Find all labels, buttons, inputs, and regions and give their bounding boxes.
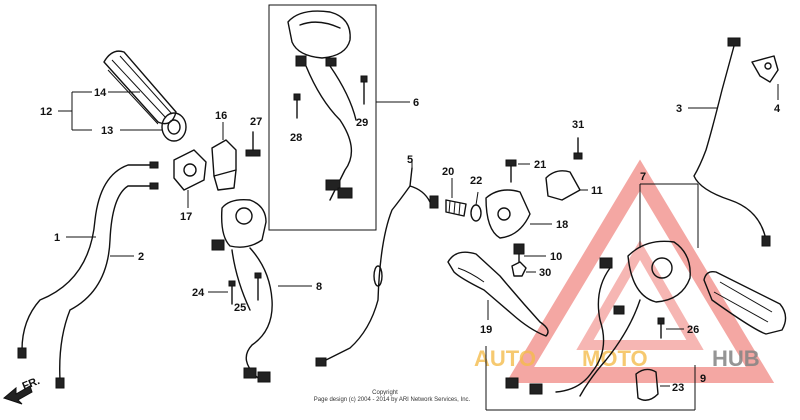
switch-assembly-frame bbox=[268, 4, 377, 231]
watermark-triangle-inner bbox=[576, 240, 704, 350]
throttle-cable-part-2 bbox=[55, 182, 159, 389]
callout-20: 20 bbox=[442, 166, 454, 178]
callout-17: 17 bbox=[180, 211, 192, 223]
callout-19: 19 bbox=[480, 324, 492, 336]
left-handlebar-switch-part bbox=[211, 198, 273, 383]
watermark-word-hub: HUB bbox=[712, 346, 760, 371]
callout-12: 12 bbox=[40, 106, 52, 118]
cable-bracket-part-4 bbox=[751, 55, 779, 83]
callout-27: 27 bbox=[250, 116, 262, 128]
callout-1: 1 bbox=[54, 232, 60, 244]
callout-18: 18 bbox=[556, 219, 568, 231]
screw-part-21 bbox=[505, 159, 517, 183]
watermark-word-auto: AUTO bbox=[474, 346, 536, 371]
callout-8: 8 bbox=[316, 281, 322, 293]
screw-part-24 bbox=[228, 280, 236, 305]
screw-part-28 bbox=[293, 93, 301, 119]
callout-22: 22 bbox=[470, 175, 482, 187]
callout-6: 6 bbox=[413, 97, 419, 109]
callout-10: 10 bbox=[550, 251, 562, 263]
nut-part-30 bbox=[511, 261, 527, 277]
clutch-lever-part-19 bbox=[447, 251, 549, 337]
washer-part-22 bbox=[470, 204, 482, 222]
callout-23: 23 bbox=[672, 382, 684, 394]
screw-part-27 bbox=[245, 131, 261, 157]
callout-9: 9 bbox=[700, 373, 706, 385]
clutch-cable-part bbox=[315, 167, 439, 367]
screw-part-25 bbox=[254, 272, 262, 301]
callout-14: 14 bbox=[94, 87, 107, 99]
callout-16: 16 bbox=[215, 110, 227, 122]
callout-4: 4 bbox=[774, 103, 781, 115]
callout-29: 29 bbox=[356, 117, 368, 129]
handlebar-switch-part-lower bbox=[505, 240, 691, 397]
callout-26: 26 bbox=[687, 324, 699, 336]
callout-7: 7 bbox=[640, 171, 646, 183]
screw-part-29 bbox=[360, 75, 368, 105]
throttle-grip-part bbox=[103, 50, 187, 142]
lever-bracket-part-18 bbox=[485, 189, 531, 239]
watermark-triangle-outer bbox=[505, 159, 775, 383]
switch-part-10 bbox=[513, 243, 525, 263]
choke-cable-part-3 bbox=[693, 37, 771, 247]
housing-clamp-part-16 bbox=[211, 139, 237, 191]
screw-part-31 bbox=[573, 137, 583, 160]
watermark-logo: AUTO MOTO HUB bbox=[474, 159, 775, 383]
callout-3: 3 bbox=[676, 103, 682, 115]
callout-30: 30 bbox=[539, 267, 551, 279]
direction-label: FR. bbox=[21, 375, 42, 393]
callout-25: 25 bbox=[234, 302, 246, 314]
throttle-cable-part-1 bbox=[17, 161, 159, 359]
bracket-holder-part-11 bbox=[545, 170, 581, 201]
bolt-part-20 bbox=[445, 199, 467, 217]
front-direction-arrow-icon bbox=[2, 385, 33, 405]
callout-21: 21 bbox=[534, 159, 546, 171]
switch-housing-part-23 bbox=[635, 368, 659, 401]
callout-13: 13 bbox=[101, 125, 113, 137]
copyright-line-1: Copyright bbox=[372, 390, 398, 396]
callout-11: 11 bbox=[591, 185, 603, 197]
watermark-word-moto: MOTO bbox=[582, 346, 648, 371]
callout-31: 31 bbox=[572, 119, 584, 131]
callout-2: 2 bbox=[138, 251, 144, 263]
copyright-line-2: Page design (c) 2004 - 2014 by ARI Netwo… bbox=[314, 397, 471, 403]
right-grip-part bbox=[703, 270, 787, 335]
callout-24: 24 bbox=[192, 287, 205, 299]
callout-5: 5 bbox=[407, 154, 413, 166]
screw-part-26 bbox=[657, 317, 665, 339]
right-handlebar-switch-part bbox=[287, 10, 357, 201]
callout-28: 28 bbox=[290, 132, 302, 144]
housing-part-17 bbox=[173, 149, 207, 191]
